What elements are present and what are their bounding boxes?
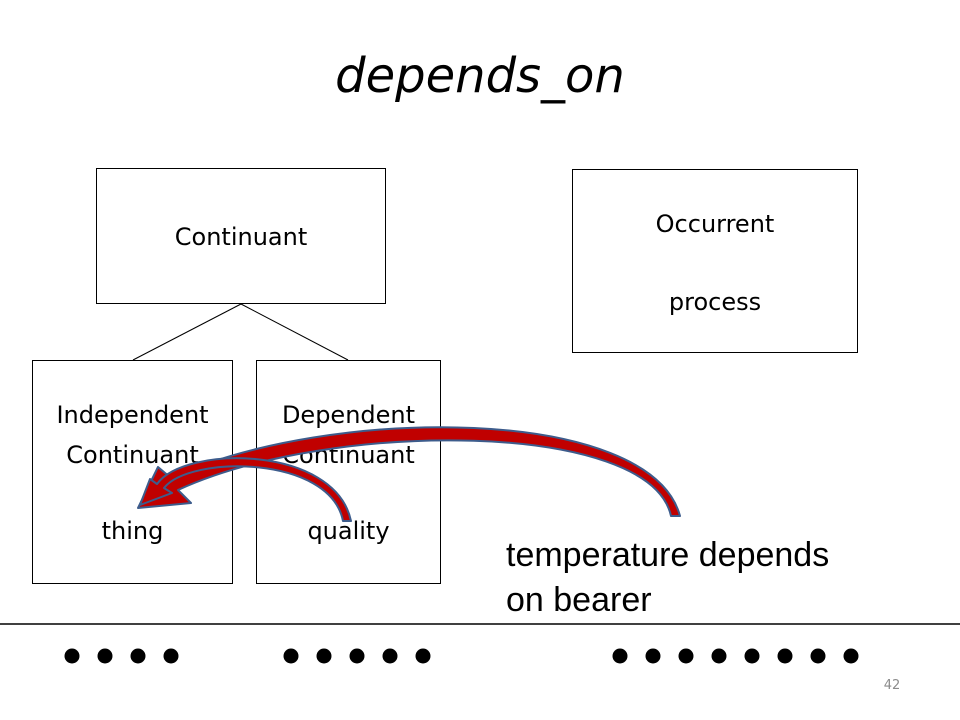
dot-row <box>64 648 859 664</box>
bullet-dot <box>843 648 859 664</box>
bullet-dot <box>163 648 179 664</box>
independent-continuant-label: Continuant <box>66 441 199 469</box>
bullet-dot <box>645 648 661 664</box>
continuant-box: Continuant <box>96 168 386 304</box>
bullet-dot <box>382 648 398 664</box>
independent-label: Independent <box>56 401 209 429</box>
page-number: 42 <box>883 678 901 693</box>
occurrent-box: Occurrent process <box>572 169 858 353</box>
bullet-dot <box>97 648 113 664</box>
tree-line-left <box>132 303 242 361</box>
bullet-dot <box>64 648 80 664</box>
caption-line-2: on bearer <box>506 581 652 619</box>
dependent-label: Dependent <box>281 401 416 429</box>
occurrent-label: Occurrent <box>655 210 775 238</box>
bullet-dot <box>316 648 332 664</box>
bullet-dot <box>415 648 431 664</box>
page-title: depends_on <box>335 48 625 104</box>
long-depends-arrow <box>137 426 681 517</box>
bullet-dot <box>810 648 826 664</box>
bullet-dot <box>130 648 146 664</box>
tree-line-right <box>240 303 349 361</box>
continuant-label: Continuant <box>174 223 308 251</box>
bullet-dot <box>612 648 628 664</box>
bullet-dot <box>711 648 727 664</box>
bullet-dot <box>678 648 694 664</box>
bullet-dot <box>283 648 299 664</box>
short-depends-arrow <box>139 457 352 522</box>
bullet-dot <box>777 648 793 664</box>
caption-line-1: temperature depends <box>506 536 830 574</box>
caption: temperature depends on bearer <box>506 533 936 623</box>
bullet-dot <box>744 648 760 664</box>
thing-label: thing <box>101 517 164 545</box>
bullet-dot <box>349 648 365 664</box>
process-label: process <box>668 288 762 316</box>
